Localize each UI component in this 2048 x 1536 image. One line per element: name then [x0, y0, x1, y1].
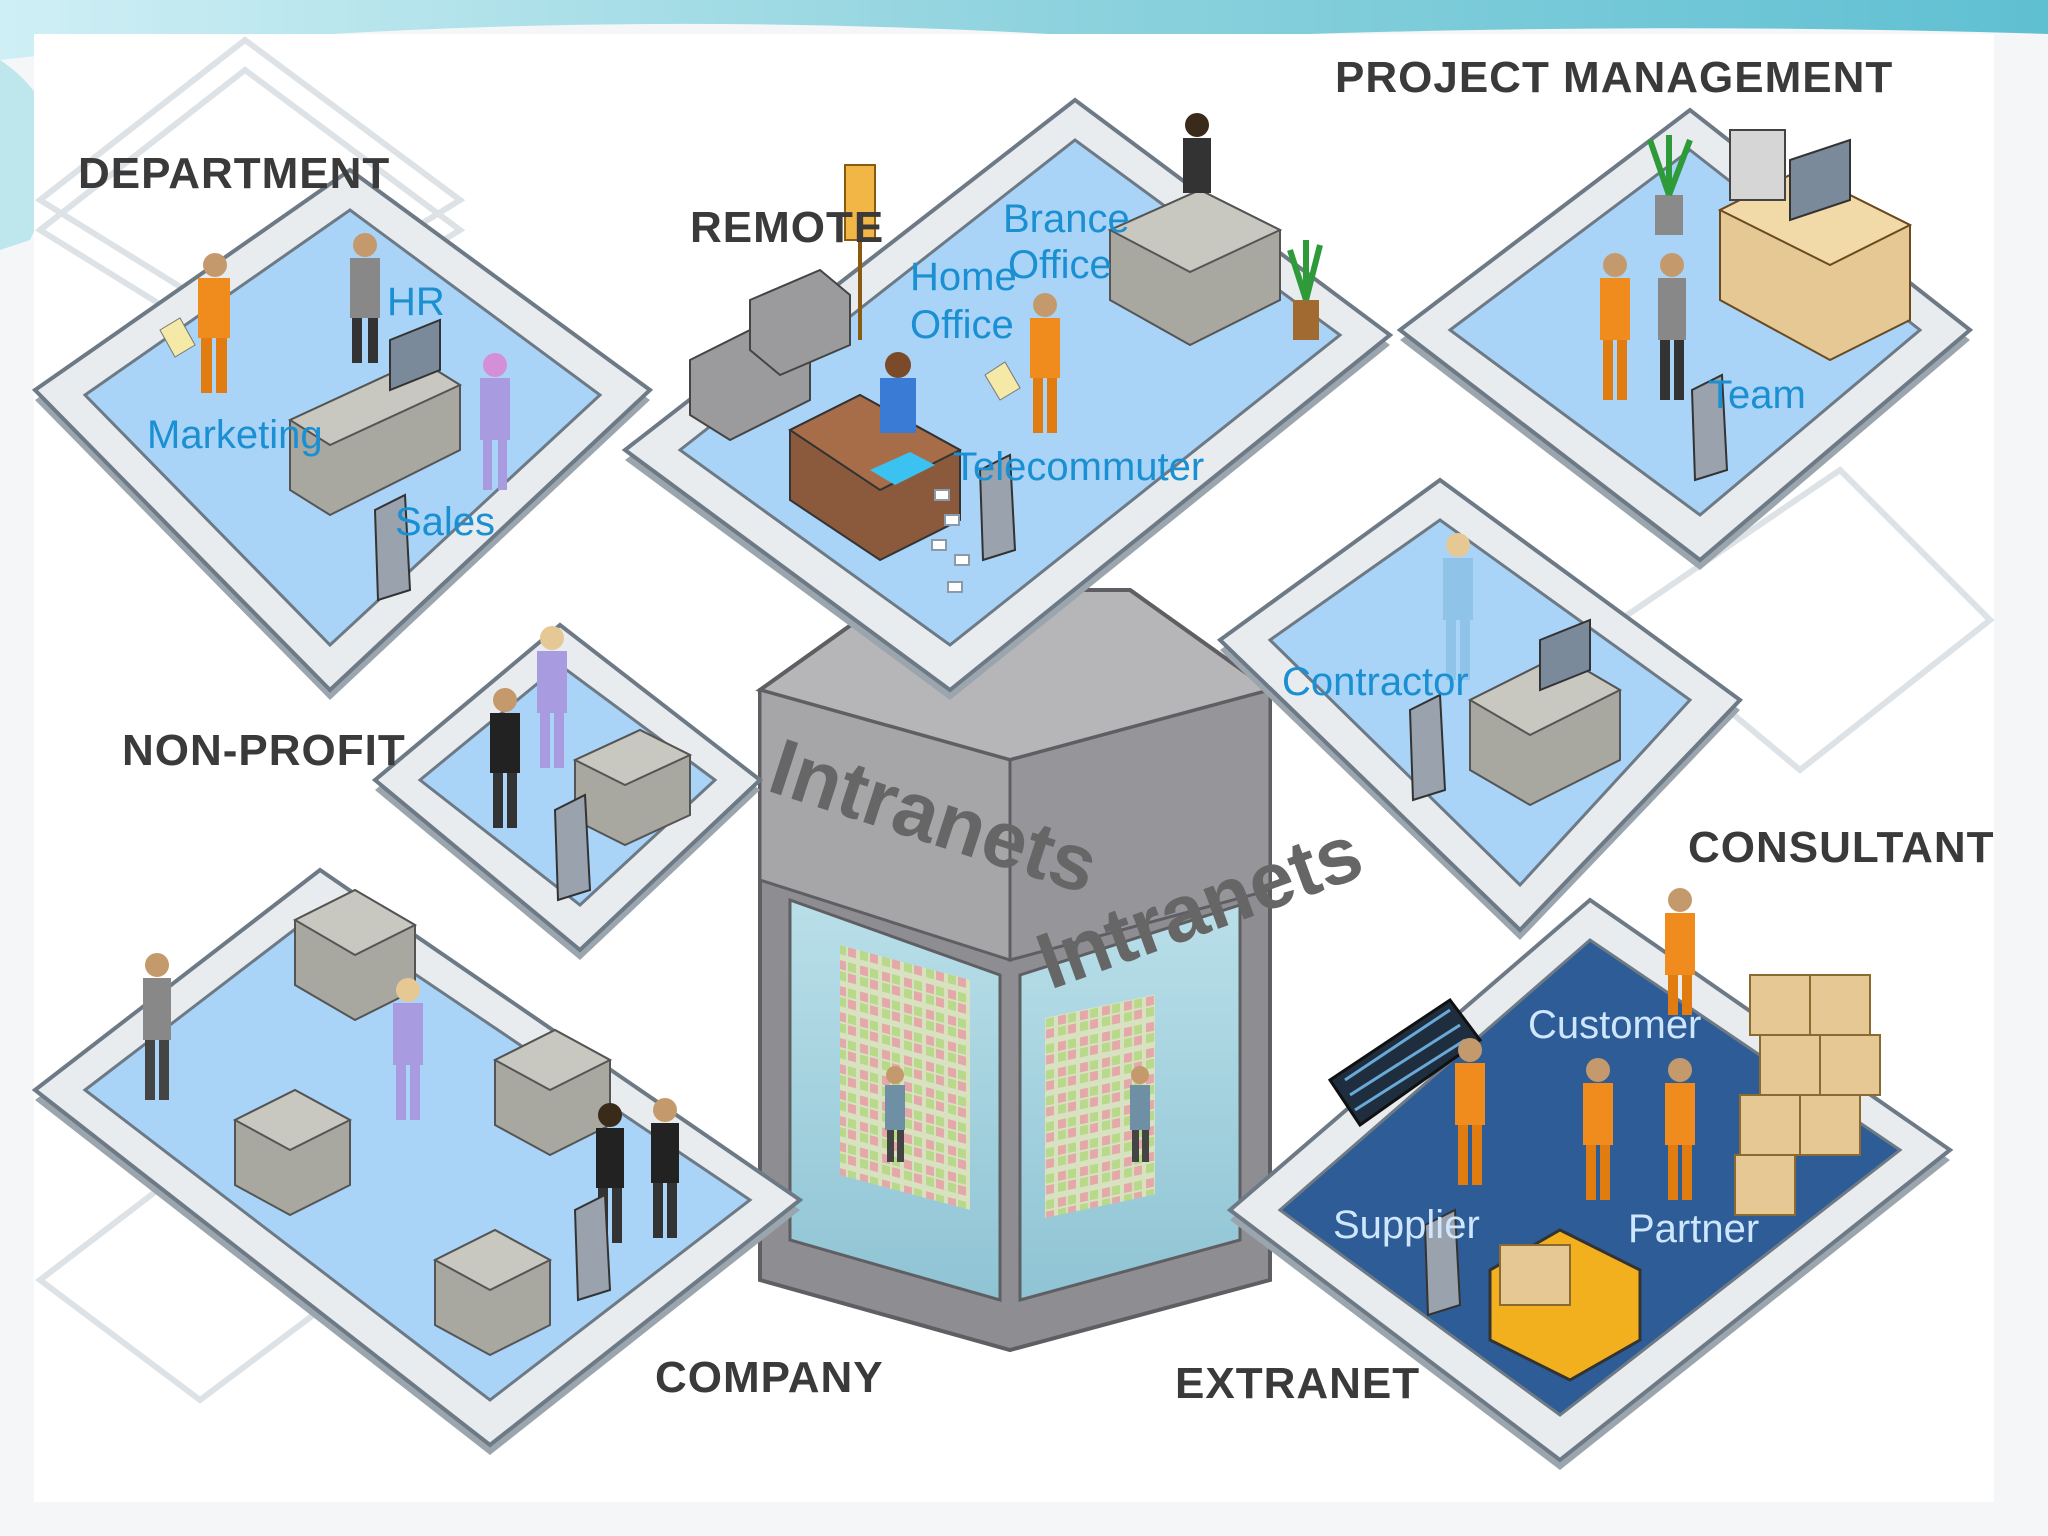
label-team: Team [1708, 373, 1806, 417]
person-telecommuter [984, 293, 1060, 433]
desk [292, 888, 418, 1022]
server-rack [840, 945, 970, 1210]
platform-consultant: CONSULTANT Contractor [1216, 477, 1995, 940]
person-team [1658, 253, 1686, 400]
label-supplier: Supplier [1333, 1203, 1480, 1247]
label-branch-office-1: Brance [1003, 197, 1130, 241]
person-home-office [880, 352, 916, 433]
person-company [143, 953, 171, 1100]
person-company [651, 1098, 679, 1238]
door-icon [573, 1193, 612, 1302]
platform-project-management: PROJECT MANAGEMENT Team [1335, 53, 1974, 570]
desk [788, 393, 963, 562]
paper-trail [931, 489, 970, 593]
crate-stack [1734, 974, 1881, 1216]
platform-extranet: EXTRANET Customer Supplier Partner [1175, 888, 1954, 1470]
person-team [1600, 253, 1630, 400]
person-partner [1665, 1058, 1695, 1200]
computer-icon [1729, 129, 1851, 222]
screen-icon [1327, 997, 1483, 1128]
project-management-title: PROJECT MANAGEMENT [1335, 53, 1893, 102]
extranet-title: EXTRANET [1175, 1359, 1420, 1408]
person-nonprofit [490, 688, 520, 828]
person-hr [350, 233, 380, 363]
label-partner: Partner [1628, 1207, 1759, 1251]
platform-remote: REMOTE Brance Office Home Office Telecom… [621, 97, 1394, 700]
sofa-icon [689, 268, 851, 442]
person-marketing [159, 253, 230, 393]
door-icon [1423, 1208, 1462, 1317]
person-customer [1665, 888, 1695, 1015]
lamp-icon [844, 164, 876, 340]
door-icon [553, 793, 592, 902]
platform-company: COMPANY [31, 867, 884, 1455]
company-title: COMPANY [655, 1353, 884, 1402]
label-telecommuter: Telecommuter [953, 445, 1204, 489]
department-title: DEPARTMENT [78, 149, 390, 198]
desk [492, 1028, 613, 1157]
platform-department: DEPARTMENT HR Marketing Sales [31, 149, 654, 700]
monitor-icon [389, 318, 441, 392]
forklift-icon [1488, 1228, 1642, 1382]
hub-person [1130, 1066, 1150, 1162]
label-customer: Customer [1528, 1003, 1701, 1047]
desk [1107, 188, 1283, 347]
desk [572, 728, 693, 847]
label-home-office-2: Office [910, 303, 1014, 347]
intranets-hub: Intranets Intranets [755, 588, 1373, 1353]
person-contractor [1443, 533, 1473, 680]
label-marketing: Marketing [147, 413, 323, 457]
hub-person [885, 1066, 905, 1162]
nonprofit-title: NON-PROFIT [122, 726, 406, 775]
door-icon [1408, 693, 1447, 802]
desk [1467, 653, 1623, 807]
label-home-office-1: Home [910, 255, 1017, 299]
person-company [393, 978, 423, 1120]
label-hr: HR [387, 280, 445, 324]
label-branch-office-2: Office [1008, 243, 1112, 287]
plant-icon [1647, 135, 1693, 235]
door-icon [373, 493, 412, 602]
server-rack [1045, 994, 1155, 1218]
desk [232, 1088, 353, 1217]
plant-icon [1287, 240, 1323, 340]
monitor-icon [1539, 618, 1591, 692]
desk [432, 1228, 553, 1357]
person-supplier [1455, 1038, 1485, 1185]
consultant-title: CONSULTANT [1688, 823, 1995, 872]
door-icon [1690, 373, 1729, 482]
person-branch-office [1183, 113, 1211, 193]
label-sales: Sales [395, 500, 495, 544]
person-partner [1583, 1058, 1613, 1200]
person-sales [480, 353, 510, 490]
remote-title: REMOTE [690, 203, 884, 252]
platform-nonprofit: NON-PROFIT [122, 622, 764, 960]
label-contractor: Contractor [1282, 660, 1469, 704]
door-icon [978, 453, 1017, 562]
person-nonprofit [537, 626, 567, 768]
